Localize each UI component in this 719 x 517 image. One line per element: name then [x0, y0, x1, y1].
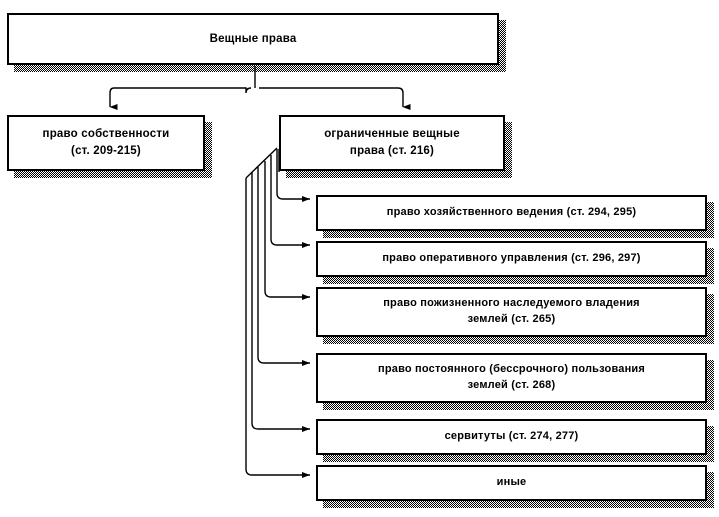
box-pravo-operativnogo-upravleniya-label: право оперативного управления (ст. 296, …	[382, 252, 641, 265]
box-pravo-pozhiznennogo-nasleduemogo-vladeniya[interactable]: право пожизненного наследуемого владения…	[316, 287, 707, 337]
box-veshchnye-prava[interactable]: Вещные права	[7, 13, 499, 65]
box-pravo-hozyaystvennogo-vedeniya-label: право хозяйственного ведения (ст. 294, 2…	[386, 206, 637, 219]
box-pravo-postoyannogo-polzovaniya-label: право постоянного (бессрочного) пользова…	[377, 363, 646, 391]
connector-to-left-child	[109, 87, 252, 110]
box-pravo-postoyannogo-polzovaniya[interactable]: право постоянного (бессрочного) пользова…	[316, 353, 707, 403]
box-ogranichennye-veshchnye-prava-label: ограниченные вещные права (ст. 216)	[324, 128, 460, 157]
box-pravo-operativnogo-upravleniya[interactable]: право оперативного управления (ст. 296, …	[316, 241, 707, 277]
connector-branch-2	[264, 161, 310, 300]
box-inye[interactable]: иные	[316, 465, 707, 501]
box-inye-label: иные	[496, 476, 527, 489]
connector-branch-5	[245, 178, 310, 478]
box-veshchnye-prava-label: Вещные права	[209, 32, 297, 45]
connector-fan-diagonal	[245, 147, 278, 179]
box-ogranichennye-veshchnye-prava[interactable]: ограниченные вещные права (ст. 216)	[279, 115, 505, 171]
connector-branch-3	[257, 167, 310, 366]
box-servituty-label: сервитуты (ст. 274, 277)	[444, 430, 579, 443]
box-pravo-pozhiznennogo-nasleduemogo-vladeniya-label: право пожизненного наследуемого владения…	[383, 297, 640, 325]
box-servituty[interactable]: сервитуты (ст. 274, 277)	[316, 419, 707, 455]
box-pravo-sobstvennosti[interactable]: право собственности (ст. 209-215)	[7, 115, 205, 171]
connector-branch-4	[251, 172, 310, 432]
box-pravo-hozyaystvennogo-vedeniya[interactable]: право хозяйственного ведения (ст. 294, 2…	[316, 195, 707, 231]
connector-to-right-child	[259, 87, 411, 110]
box-pravo-sobstvennosti-label: право собственности (ст. 209-215)	[42, 128, 170, 157]
